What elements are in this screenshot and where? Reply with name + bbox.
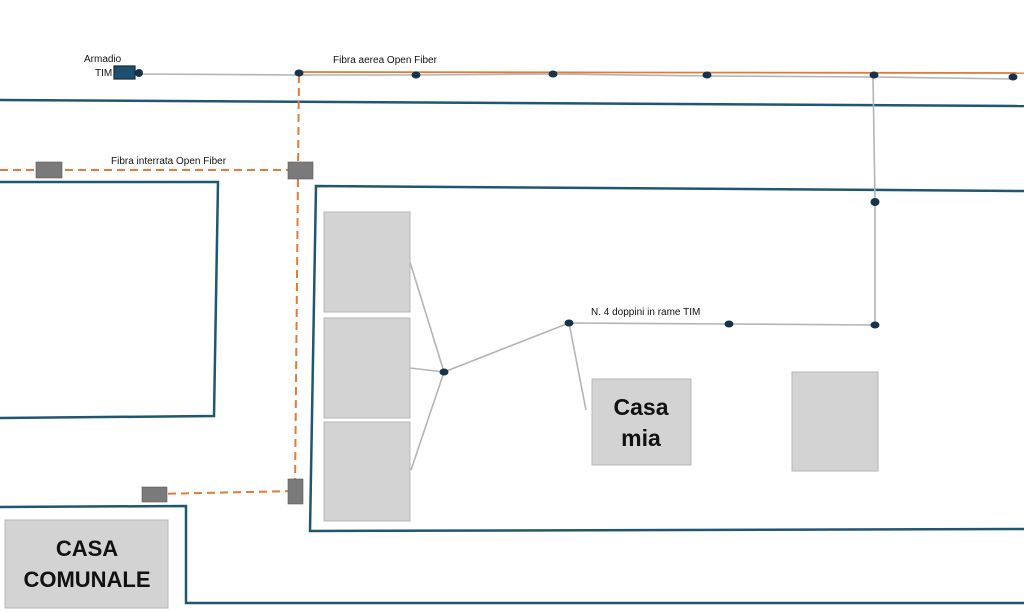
junction-icon: [439, 368, 449, 376]
copper-line-top: [138, 73, 1015, 80]
pole-icon: [869, 71, 879, 79]
manhole-icon: [35, 161, 63, 179]
pole-icon: [294, 69, 304, 77]
pole-icon: [702, 71, 712, 79]
manholes: [35, 161, 314, 505]
aerial-fiber-line: [298, 71, 1024, 74]
fibra-interrata-route: [0, 74, 300, 495]
building-block-1: [323, 211, 411, 313]
copper-branch-bottom: [410, 371, 445, 471]
building-casa-mia: [591, 378, 692, 466]
pole-icon: [564, 319, 574, 327]
pole-icon: [870, 321, 880, 329]
copper-line-doppini: [443, 322, 876, 373]
road-boundaries: [0, 98, 1024, 605]
cabinet-connector-icon: [135, 69, 143, 77]
armadio-label-line1: Armadio: [84, 54, 122, 65]
manhole-icon: [141, 486, 168, 503]
pole-icon: [411, 71, 421, 79]
copper-branch-mid: [409, 367, 445, 373]
plot-main-boundary: [308, 184, 1024, 533]
building-block-2: [323, 317, 411, 419]
buried-fiber-vertical: [294, 74, 300, 491]
copper-cables: [138, 73, 1015, 471]
casa-mia-label-line2: mia: [621, 425, 661, 451]
copper-branch-top: [409, 261, 445, 373]
pole-icon: [724, 320, 734, 328]
pole-icon: [1008, 73, 1018, 81]
casa-mia-label-line1: Casa: [614, 394, 669, 420]
poles: [135, 69, 1018, 376]
casa-comunale-label-line2: COMUNALE: [23, 567, 150, 592]
doppini-label: N. 4 doppini in rame TIM: [591, 307, 700, 318]
fibra-interrata-label: Fibra interrata Open Fiber: [111, 156, 227, 167]
building-block-3: [323, 421, 411, 522]
building-right: [791, 371, 879, 472]
copper-branch-casa-mia: [568, 322, 587, 411]
plot-bottom-boundary: [0, 504, 1024, 605]
armadio-label-line2: TIM: [95, 68, 112, 79]
fibra-aerea-route: [298, 71, 1024, 74]
buried-fiber-bottom: [154, 490, 296, 495]
fibra-aerea-label: Fibra aerea Open Fiber: [333, 55, 438, 66]
road-edge-top: [0, 98, 1024, 108]
casa-comunale-label-line1: CASA: [56, 536, 118, 561]
pole-icon: [548, 70, 558, 78]
armadio-tim-icon: [113, 65, 136, 80]
manhole-icon: [287, 478, 304, 505]
buildings: [4, 211, 879, 609]
building-casa-comunale: [4, 519, 169, 609]
pole-icon: [870, 198, 880, 206]
manhole-icon: [287, 161, 314, 180]
plot-left-boundary: [0, 180, 220, 420]
